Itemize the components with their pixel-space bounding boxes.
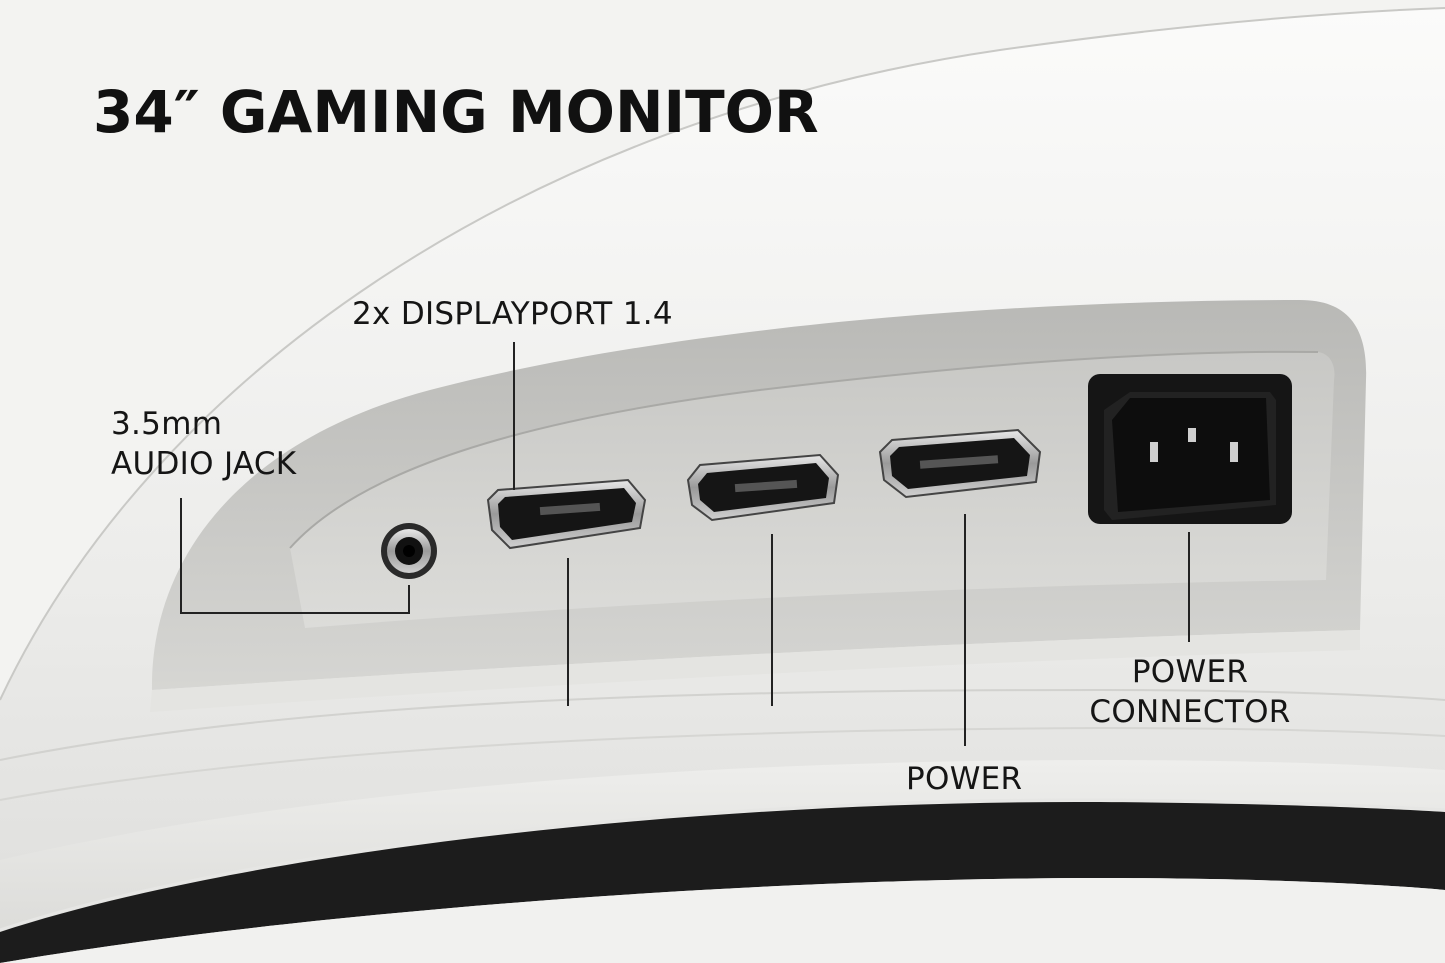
- power-socket-icon: [1088, 374, 1292, 524]
- audio-jack-label-line1: 3.5mm: [111, 406, 223, 442]
- audio-callout-line: [180, 498, 410, 614]
- displayport-1-icon: [486, 478, 647, 550]
- power-connector-label-line2: CONNECTOR: [1089, 694, 1291, 730]
- power-connector-label-line1: POWER: [1131, 654, 1249, 690]
- screen-bezel: [0, 801, 1445, 963]
- audio-jack-label-line2: AUDIO JACK: [111, 446, 297, 482]
- audio-jack-icon: [381, 523, 437, 579]
- page-title: 34″ GAMING MONITOR: [93, 78, 819, 146]
- power-connector-label: POWER CONNECTOR: [1079, 652, 1301, 732]
- hdmi-icon: [878, 428, 1042, 499]
- displayport-label: 2x DISPLAYPORT 1.4: [352, 296, 673, 332]
- callout-lines: [180, 342, 1190, 746]
- audio-jack-label: 3.5mm AUDIO JACK: [111, 404, 296, 484]
- displayport-2-icon: [686, 453, 840, 522]
- power-label: POWER: [906, 761, 1023, 797]
